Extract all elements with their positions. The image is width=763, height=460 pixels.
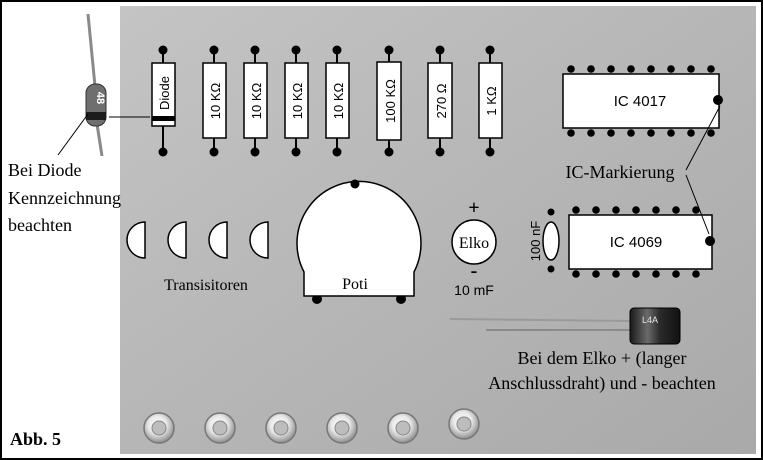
diode-note-line: Bei Diode xyxy=(8,160,82,180)
eyelet xyxy=(143,412,175,444)
ic-label: IC 4069 xyxy=(610,234,663,251)
resistor-label: 10 KΩ xyxy=(290,82,305,119)
resistor-5: 100 KΩ xyxy=(376,45,402,157)
elko-marking: L4A xyxy=(642,315,658,325)
elko-footprint: + Elko - 10 mF xyxy=(451,197,497,298)
diode-part: 48 xyxy=(85,13,107,157)
figure-label: Abb. 5 xyxy=(10,429,61,449)
poti-footprint: Poti xyxy=(296,179,422,304)
resistor-label: 270 Ω xyxy=(434,83,449,118)
transistor-footprint xyxy=(167,221,187,259)
elko-value: 10 mF xyxy=(454,282,494,298)
resistor-diode: Diode xyxy=(151,45,176,157)
elko-note: Bei dem Elko + (langer Anschlussdraht) u… xyxy=(488,348,715,394)
resistor-label: Diode xyxy=(157,76,172,110)
eyelet xyxy=(326,412,358,444)
elko-plus-sign: + xyxy=(468,197,479,219)
resistor-3: 10 KΩ xyxy=(284,45,309,157)
transistor-row: Transisitoren xyxy=(126,221,269,294)
resistor-1: 10 KΩ xyxy=(202,45,227,157)
ic-note: IC-Markierung xyxy=(566,162,675,182)
eyelet xyxy=(387,412,419,444)
resistor-label: 10 KΩ xyxy=(249,82,264,119)
eyelet xyxy=(448,408,480,440)
elko-note-line: Anschlussdraht) und - beachten xyxy=(488,373,715,394)
eyelet xyxy=(204,412,236,444)
diode-note-line: beachten xyxy=(8,215,72,235)
resistor-label: 10 KΩ xyxy=(331,82,346,119)
elko-label: Elko xyxy=(459,235,489,252)
resistor-label: 1 KΩ xyxy=(484,86,499,116)
ic-4017: IC 4017 xyxy=(562,65,723,137)
eyelet xyxy=(265,412,297,444)
diode-marking: 48 xyxy=(94,92,106,104)
ic-notch-marker xyxy=(713,95,723,105)
eyelet-row xyxy=(143,408,480,444)
resistor-6: 270 Ω xyxy=(427,45,453,157)
elko-note-line: Bei dem Elko + (langer xyxy=(517,348,686,369)
diode-note-pointer xyxy=(57,113,89,156)
ic-label: IC 4017 xyxy=(614,93,667,110)
transistor-footprint xyxy=(249,221,269,259)
ic-pointer-line-bottom xyxy=(685,174,710,235)
transistor-footprint xyxy=(126,221,146,259)
capacitor-100nf: 100 nF xyxy=(528,208,560,273)
transistor-footprint xyxy=(208,221,228,259)
resistor-7: 1 KΩ xyxy=(478,45,503,157)
ic-4069: IC 4069 xyxy=(568,206,715,278)
ic-notch-marker xyxy=(705,236,715,246)
diode-note: Bei Diode Kennzeichnung beachten xyxy=(8,160,121,235)
resistor-2: 10 KΩ xyxy=(243,45,268,157)
elko-minus-sign: - xyxy=(471,260,478,282)
resistor-4: 10 KΩ xyxy=(325,45,350,157)
diode-note-line: Kennzeichnung xyxy=(8,188,121,208)
poti-label: Poti xyxy=(342,276,368,293)
capacitor-label: 100 nF xyxy=(528,221,543,262)
transistors-label: Transisitoren xyxy=(164,277,248,294)
elko-part: L4A xyxy=(449,307,681,345)
resistor-label: 100 KΩ xyxy=(383,79,398,123)
ic-pointer-line-top xyxy=(685,105,721,171)
resistor-label: 10 KΩ xyxy=(208,82,223,119)
resistor-row: Diode 10 KΩ 10 KΩ 10 KΩ 10 KΩ xyxy=(151,45,503,157)
